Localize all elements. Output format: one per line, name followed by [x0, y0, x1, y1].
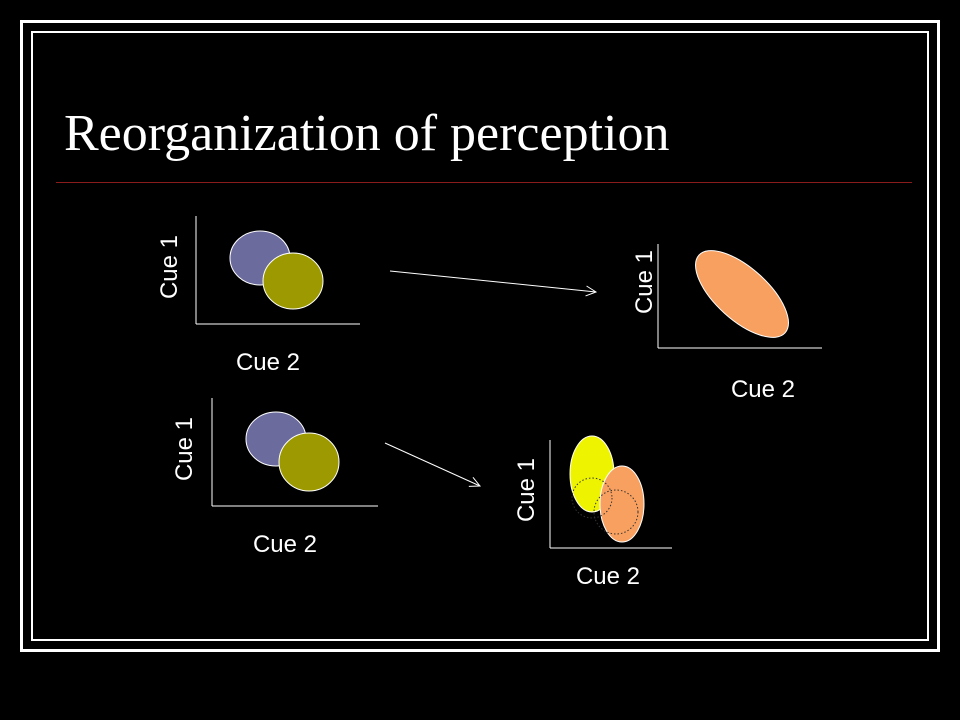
slide-inner-frame — [31, 31, 929, 641]
category-b-ellipse — [262, 252, 324, 310]
original-category-a-outline — [571, 477, 613, 519]
bottom-transition-arrow — [384, 442, 480, 486]
panel-after-top: Cue 1 Cue 2 — [631, 244, 822, 403]
merged-ellipse — [695, 250, 789, 338]
x-axis-label: Cue 2 — [576, 563, 640, 590]
y-axis-label: Cue 1 — [171, 417, 198, 481]
panel-before-bottom: Cue 1 Cue 2 — [171, 398, 378, 558]
y-axis-label: Cue 1 — [513, 458, 540, 522]
x-axis-label: Cue 2 — [253, 531, 317, 558]
panel-before-top: Cue 1 Cue 2 — [156, 216, 360, 376]
original-category-b-outline — [593, 489, 639, 535]
x-axis-label: Cue 2 — [236, 349, 300, 376]
top-transition-arrow — [389, 270, 596, 292]
enhanced-category-b-ellipse — [599, 465, 645, 543]
slide-outer-frame — [20, 20, 940, 652]
category-b-ellipse — [278, 432, 340, 492]
panel-after-bottom: Cue 1 Cue 2 — [513, 435, 672, 590]
slide-title: Reorganization of perception — [64, 105, 670, 162]
y-axis-label: Cue 1 — [156, 235, 183, 299]
x-axis-label: Cue 2 — [731, 376, 795, 403]
y-axis-label: Cue 1 — [631, 250, 658, 314]
title-rule — [56, 182, 912, 183]
